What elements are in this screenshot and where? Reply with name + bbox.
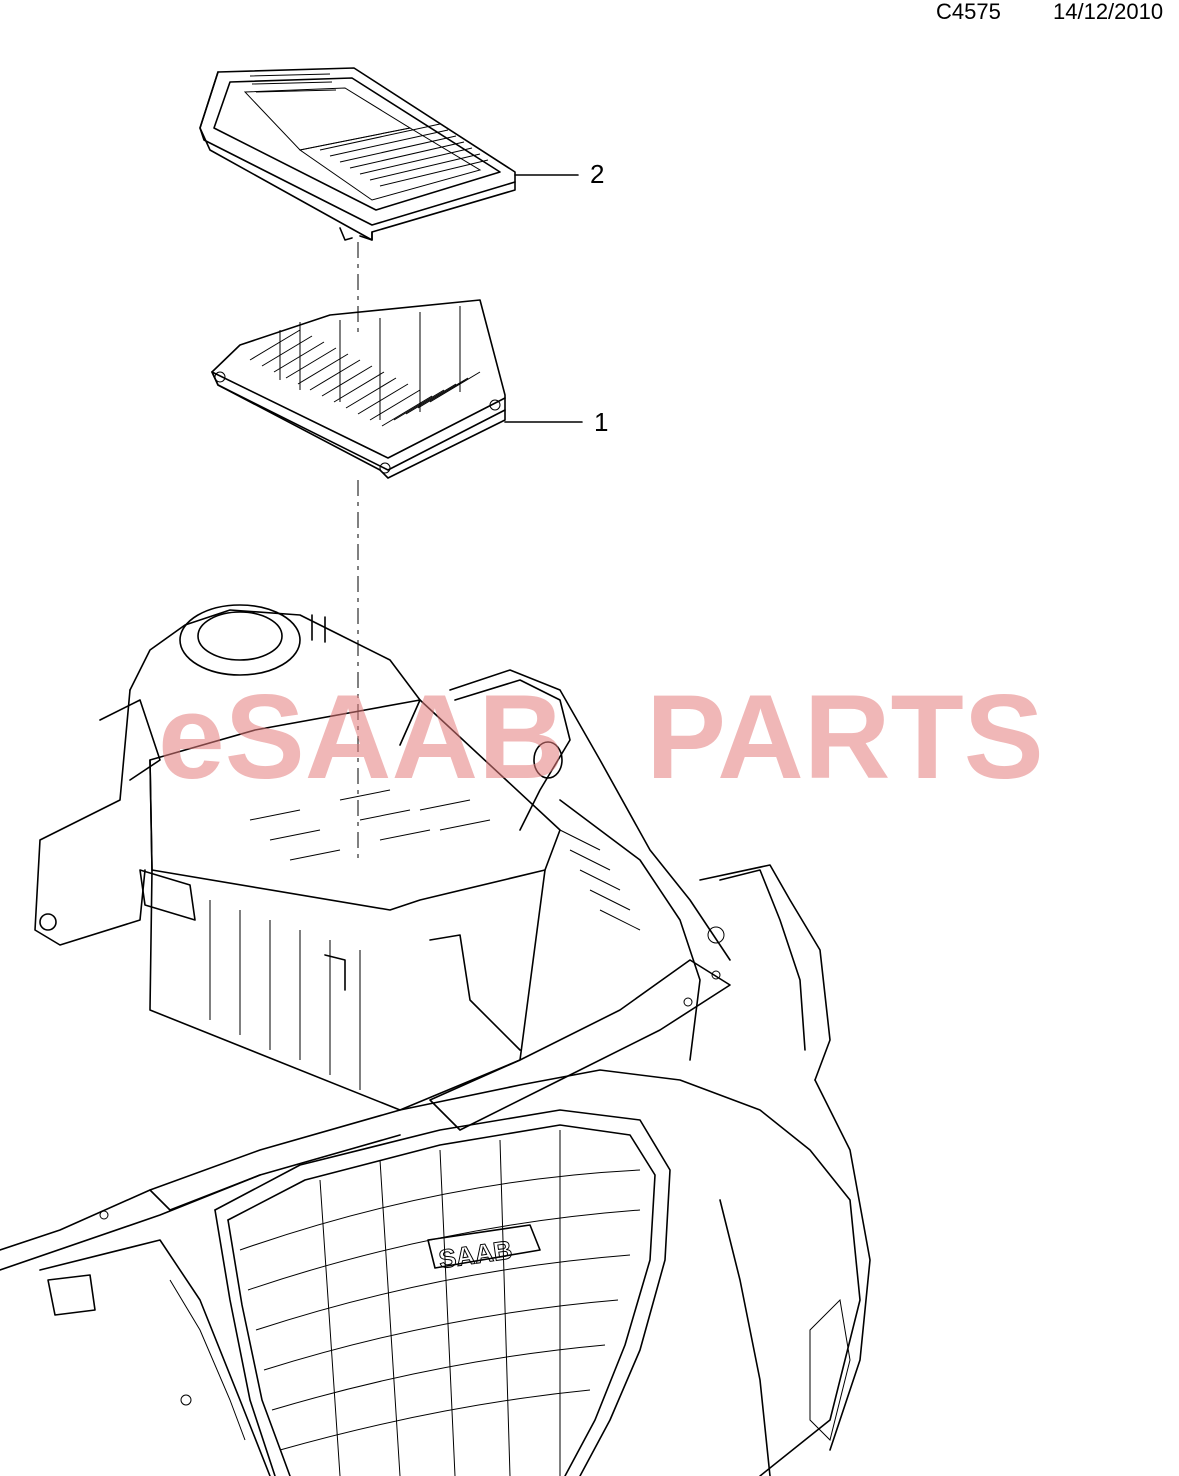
emblem-text: SAAB	[437, 1234, 514, 1274]
vehicle-front-assembly: SAAB	[0, 604, 871, 1476]
cover-vent-slots	[249, 73, 489, 187]
watermark-prefix: eSAAB	[158, 670, 565, 804]
control-module-fins	[249, 306, 481, 427]
diagram-code: C4575	[936, 0, 1001, 24]
cover-part[interactable]	[199, 67, 516, 241]
callout-control-module: 1	[594, 407, 609, 437]
control-module-part[interactable]	[211, 299, 506, 479]
watermark-suffix: PARTS	[646, 670, 1044, 804]
watermark: eSAAB PARTS	[158, 670, 1044, 804]
callout-cover: 2	[590, 159, 605, 189]
diagram-date: 14/12/2010	[1053, 0, 1164, 24]
emblem-outline	[427, 1224, 541, 1269]
